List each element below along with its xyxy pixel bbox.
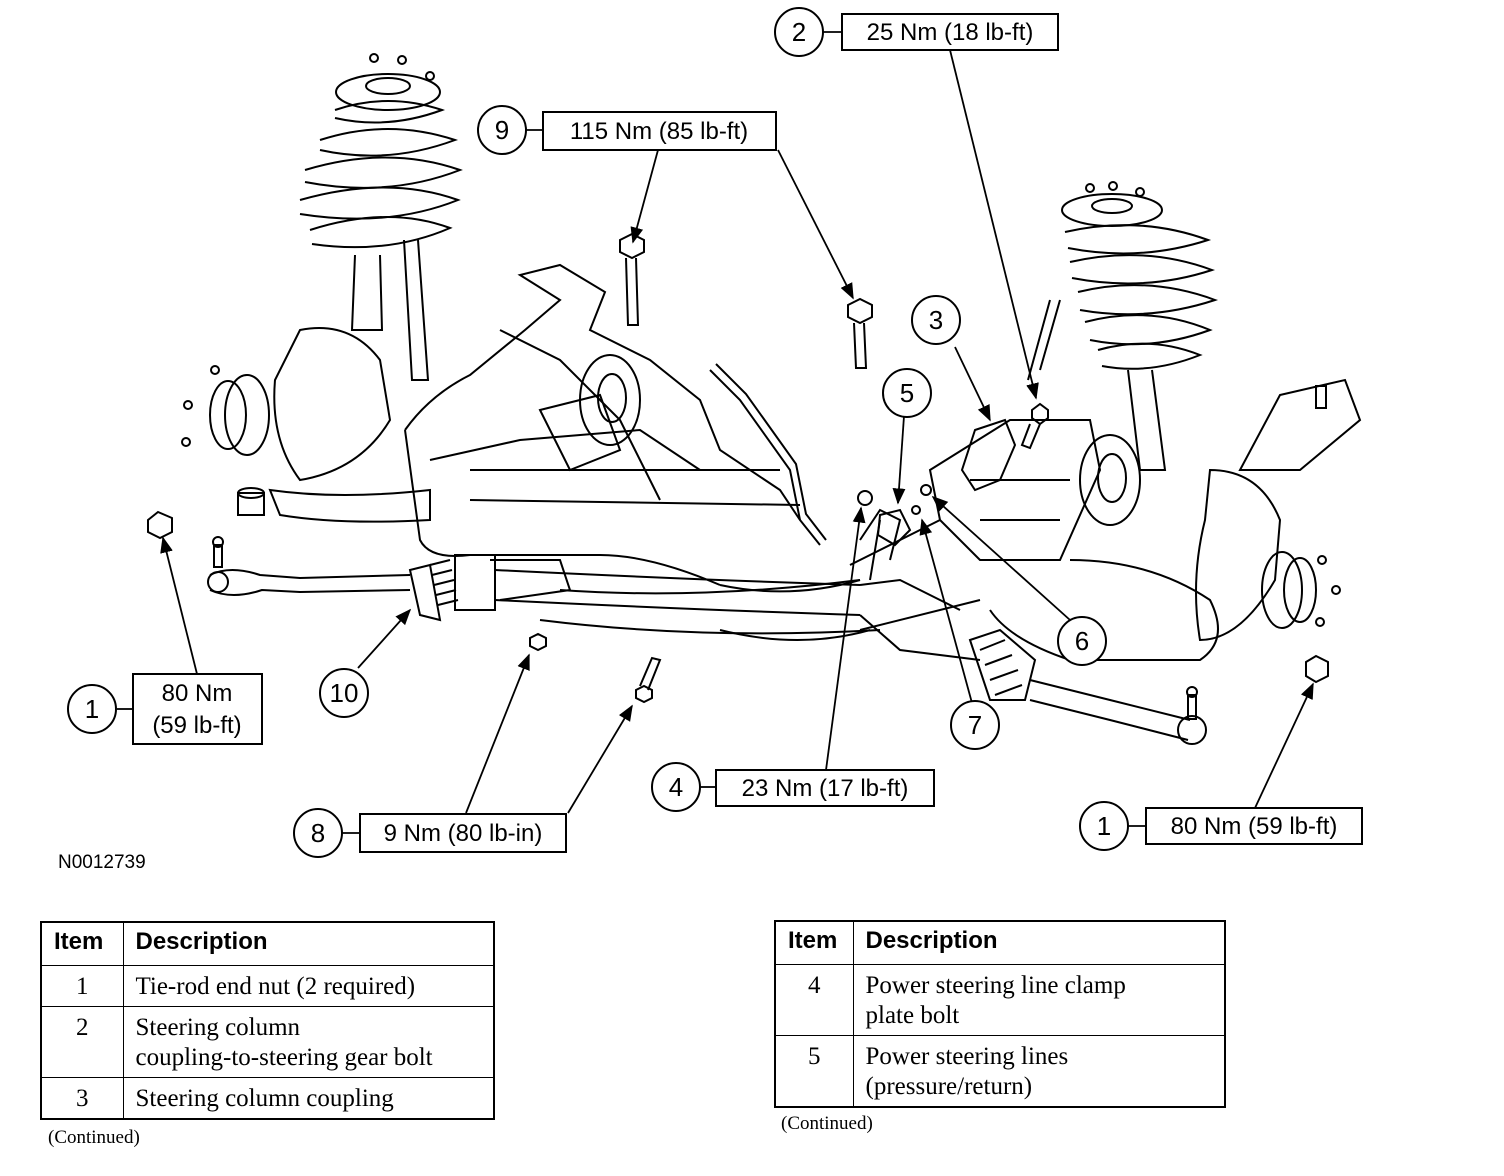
description-line: Steering column <box>135 1014 301 1041</box>
description-line: Steering column coupling <box>135 1085 394 1112</box>
crossmember-bolt-front <box>619 232 645 326</box>
table-row: 5 Power steering lines (pressure/return) <box>774 1035 1226 1108</box>
callout-number: 2 <box>792 17 806 47</box>
parts-table-left: Item Description 1 Tie-rod end nut (2 req… <box>40 921 495 1120</box>
crossmember-bolt-rear <box>847 297 873 369</box>
rack-bolt-small <box>529 632 547 652</box>
callout-8: 8 9 Nm (80 lb-in) <box>293 808 567 858</box>
table-row: 4 Power steering line clamp plate bolt <box>774 964 1226 1036</box>
figure-id: N0012739 <box>58 852 146 873</box>
callout-3: 3 <box>911 295 961 345</box>
callout-number: 3 <box>929 305 943 335</box>
left-strut-assembly <box>181 53 463 516</box>
table-row: 1 Tie-rod end nut (2 required) <box>40 965 495 1007</box>
description-line: coupling-to-steering gear bolt <box>135 1044 433 1071</box>
callout-number: 4 <box>669 772 683 802</box>
power-steering-lines <box>876 508 912 547</box>
item-number: 4 <box>774 964 854 1036</box>
description-line: plate bolt <box>865 1002 960 1029</box>
steering-gear-rack <box>207 363 1207 745</box>
column-header-item: Item <box>774 920 854 965</box>
callout-1-right: 1 80 Nm (59 lb-ft) <box>1079 801 1363 851</box>
item-number: 2 <box>40 1006 124 1078</box>
callout-10: 10 <box>319 668 369 718</box>
callout-number: 7 <box>968 710 982 740</box>
table-row: 2 Steering column coupling-to-steering gea… <box>40 1006 495 1078</box>
o-ring-upper <box>920 484 932 496</box>
item-number: 1 <box>40 965 124 1007</box>
callout-number: 5 <box>900 378 914 408</box>
callout-6: 6 <box>1057 616 1107 666</box>
item-number: 3 <box>40 1077 124 1120</box>
item-description: Tie-rod end nut (2 required) <box>122 965 495 1007</box>
torque-spec-line2: (59 lb-ft) <box>152 712 241 739</box>
description-line: Power steering line clamp <box>865 972 1126 999</box>
table-row: 3 Steering column coupling <box>40 1077 495 1120</box>
item-description: Power steering line clamp plate bolt <box>852 964 1226 1036</box>
torque-spec: 80 Nm (59 lb-ft) <box>1171 813 1338 840</box>
fasteners <box>147 232 1329 704</box>
torque-spec: 23 Nm (17 lb-ft) <box>742 775 909 802</box>
leader-lines <box>160 49 1314 814</box>
suspension-illustration <box>147 53 1362 745</box>
callout-number: 1 <box>1097 811 1111 841</box>
coupling-bolt <box>1020 402 1049 450</box>
rack-bolt-long <box>635 656 662 704</box>
torque-spec: 9 Nm (80 lb-in) <box>384 820 543 847</box>
callout-7: 7 <box>950 700 1000 750</box>
callout-5: 5 <box>882 368 932 418</box>
callout-2: 2 25 Nm (18 lb-ft) <box>774 7 1059 57</box>
o-ring-lower <box>911 505 921 515</box>
callout-number: 1 <box>85 694 99 724</box>
torque-spec-line1: 80 Nm <box>162 680 233 707</box>
line-clamp-bolt <box>857 490 873 506</box>
callout-4: 4 23 Nm (17 lb-ft) <box>651 762 935 812</box>
torque-spec: 115 Nm (85 lb-ft) <box>570 118 748 145</box>
description-line: Tie-rod end nut (2 required) <box>135 973 416 1000</box>
continued-note-right: (Continued) <box>781 1113 873 1134</box>
callout-number: 8 <box>311 818 325 848</box>
column-header-description: Description <box>852 920 1226 965</box>
item-description: Steering column coupling <box>122 1077 495 1120</box>
callout-number: 6 <box>1075 626 1089 656</box>
callout-9: 9 115 Nm (85 lb-ft) <box>477 105 777 155</box>
description-line: (pressure/return) <box>865 1073 1033 1100</box>
callout-1-left: 1 80 Nm (59 lb-ft) <box>67 673 263 745</box>
column-header-item: Item <box>40 921 124 966</box>
right-strut-assembly <box>1027 181 1362 642</box>
column-header-description: Description <box>122 921 495 966</box>
suspension-steering-diagram: 1 80 Nm (59 lb-ft) 1 80 Nm (59 lb-ft) 2 … <box>67 7 1363 858</box>
callout-number: 9 <box>495 115 509 145</box>
tie-rod-nut-left <box>147 510 173 540</box>
table-header-row: Item Description <box>774 920 1226 965</box>
tie-rod-nut-right <box>1305 654 1329 684</box>
description-line: Power steering lines <box>865 1043 1069 1070</box>
item-description: Power steering lines (pressure/return) <box>852 1035 1226 1108</box>
crossmember-subframe <box>268 263 1219 661</box>
item-number: 5 <box>774 1035 854 1108</box>
callout-number: 10 <box>330 678 359 708</box>
steering-coupling <box>960 418 1017 492</box>
connector-lines <box>117 31 1146 834</box>
item-description: Steering column coupling-to-steering gear… <box>122 1006 495 1078</box>
table-header-row: Item Description <box>40 921 495 966</box>
continued-note-left: (Continued) <box>48 1127 140 1148</box>
torque-spec: 25 Nm (18 lb-ft) <box>867 19 1034 46</box>
